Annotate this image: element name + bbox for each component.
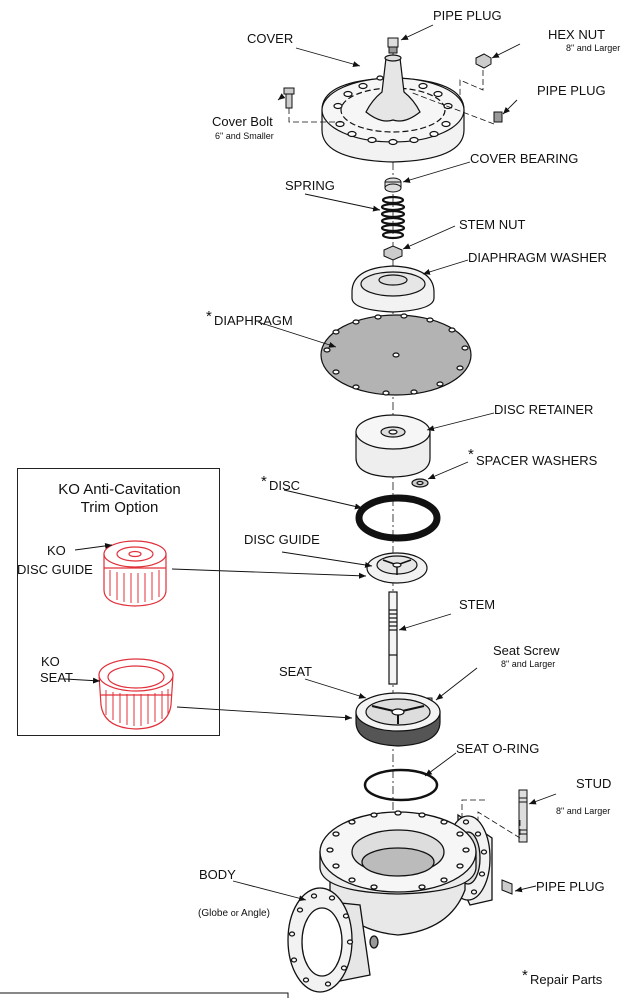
disc-retainer-part	[355, 414, 431, 478]
cover-bolt-leader	[288, 108, 342, 123]
label-disc-star: *	[261, 473, 267, 490]
ko-disc-guide-label-1: KO	[47, 543, 66, 558]
label-pipe-plug-body: PIPE PLUG	[536, 879, 605, 894]
bottom-box-edge	[0, 992, 289, 998]
label-pipe-plug-right: PIPE PLUG	[537, 83, 606, 98]
label-repair-star: *	[522, 967, 528, 984]
label-disc: DISC	[269, 478, 301, 493]
label-spacer-washers: SPACER WASHERS	[476, 453, 598, 468]
label-seat: SEAT	[279, 664, 312, 679]
ko-option-box: KO Anti-Cavitation Trim Option	[17, 468, 220, 736]
label-spring: SPRING	[285, 178, 335, 193]
diaphragm-washer-part	[351, 265, 435, 313]
label-hex-nut: HEX NUT	[548, 27, 606, 42]
pipe-plug-right-part	[493, 111, 503, 123]
seat-oring-part	[363, 768, 439, 802]
ko-title-line1: KO Anti-Cavitation	[58, 481, 181, 498]
label-diaphragm-washer: DIAPHRAGM WASHER	[468, 250, 607, 265]
stem-part	[388, 591, 398, 685]
ko-seat-part	[98, 658, 174, 730]
pipe-plug-right-leader	[409, 91, 495, 125]
cover-bolt-part	[283, 87, 295, 109]
seat-part	[355, 692, 441, 747]
stem-nut-part	[383, 245, 403, 261]
label-stud: STUD	[576, 776, 612, 791]
ko-seat-label-2: SEAT	[40, 670, 73, 685]
cover-part	[321, 54, 465, 163]
label-spacer-star: *	[468, 446, 474, 463]
label-repair-parts: Repair Parts	[530, 972, 603, 987]
spacer-washers-part	[411, 478, 429, 488]
label-seat-screw: Seat Screw	[493, 643, 560, 658]
label-cover-bolt: Cover Bolt	[212, 114, 273, 129]
label-disc-retainer: DISC RETAINER	[494, 402, 594, 417]
label-disc-guide: DISC GUIDE	[244, 532, 320, 547]
hex-nut-part	[475, 53, 492, 69]
disc-part	[355, 494, 441, 542]
pipe-plug-body-part	[501, 879, 513, 895]
label-stud-note: 8" and Larger	[556, 806, 611, 816]
ko-disc-guide-part	[103, 540, 167, 607]
label-body-note-or: or	[230, 908, 239, 918]
leader-arrows	[64, 24, 557, 902]
diaphragm-part	[320, 313, 472, 396]
label-body: BODY	[199, 867, 236, 882]
label-stem-nut: STEM NUT	[459, 217, 526, 232]
pipe-plug-top-part	[387, 37, 399, 54]
label-diaphragm-star: *	[206, 308, 212, 325]
ko-title-line2: Trim Option	[80, 499, 159, 516]
label-cover-bolt-note: 6" and Smaller	[215, 131, 274, 141]
disc-guide-part	[366, 552, 428, 584]
label-diaphragm: DIAPHRAGM	[214, 313, 293, 328]
spring-part	[380, 195, 406, 240]
label-pipe-plug-top: PIPE PLUG	[433, 8, 502, 23]
label-body-note-a: (Globe	[198, 908, 231, 919]
label-cover: COVER	[247, 31, 294, 46]
label-hex-nut-note: 8" and Larger	[566, 43, 621, 53]
label-body-note: (Globe or Angle)	[198, 907, 270, 921]
hex-nut-leader	[459, 70, 484, 96]
label-cover-bearing: COVER BEARING	[470, 151, 579, 166]
label-body-note-b: Angle)	[238, 908, 270, 919]
label-stem: STEM	[459, 597, 496, 612]
label-seat-screw-note: 8" and Larger	[501, 659, 556, 669]
label-seat-oring: SEAT O-RING	[456, 741, 540, 756]
ko-seat-label-1: KO	[41, 654, 60, 669]
cover-bearing-part	[384, 177, 402, 193]
ko-disc-guide-label-2: DISC GUIDE	[17, 562, 93, 577]
body-part	[287, 810, 493, 993]
